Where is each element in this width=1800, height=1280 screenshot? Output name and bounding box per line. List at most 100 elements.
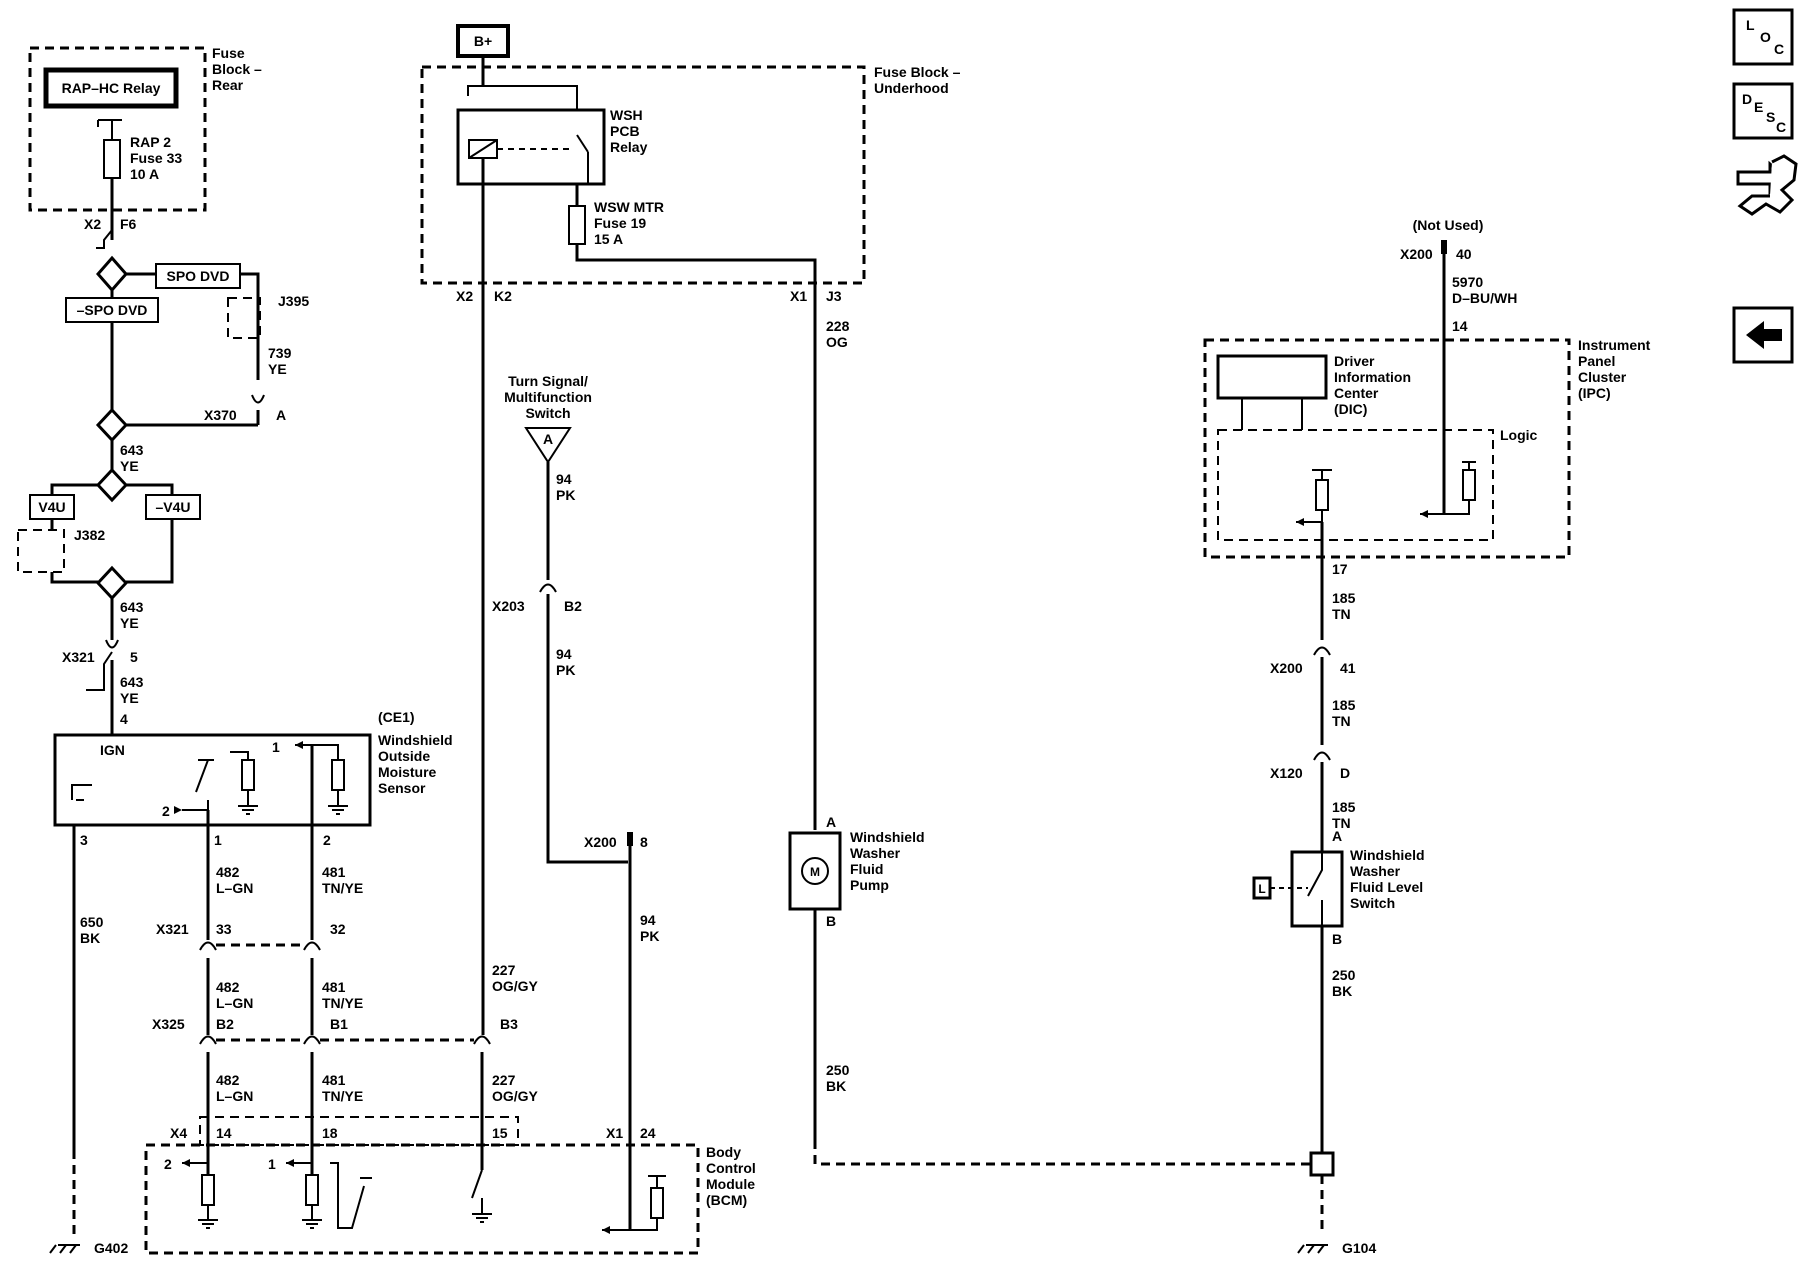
turn-switch-label-3: Switch (525, 405, 570, 421)
bcm-arrow-2-label: 2 (164, 1156, 172, 1172)
w94-label-1: 94 (556, 471, 572, 487)
bk-label-650: BK (80, 930, 100, 946)
rap-hc-relay-label: RAP–HC Relay (62, 80, 161, 96)
v4u-label: V4U (38, 499, 65, 515)
ipc-pin-17: 17 (1332, 561, 1348, 577)
pump-label-3: Fluid (850, 861, 883, 877)
x325-pin-b3: B3 (500, 1016, 518, 1032)
pk-label-1: PK (556, 487, 575, 503)
back-arrow-icon[interactable] (1732, 306, 1794, 364)
bcm-label-3: Module (706, 1176, 755, 1192)
w227-label-2: 227 (492, 1072, 516, 1088)
level-switch-pin-a: A (1332, 828, 1342, 844)
w227-label-1: 227 (492, 962, 516, 978)
dic-label-4: (DIC) (1334, 401, 1367, 417)
dic-label-3: Center (1334, 385, 1379, 401)
x2-label-rear: X2 (84, 216, 101, 232)
not-used-label: (Not Used) (1413, 217, 1484, 233)
w185-label-2: 185 (1332, 697, 1356, 713)
dic-label-1: Driver (1334, 353, 1375, 369)
loc-button[interactable]: L O C (1732, 8, 1794, 66)
desc-letter-e: E (1754, 99, 1763, 115)
w5970-label: 5970 (1452, 274, 1483, 290)
x321-label-bottom: X321 (156, 921, 189, 937)
bcm-pin-14: 14 (216, 1125, 232, 1141)
fuse-block-rear: Fuse Block – Rear RAP–HC Relay RAP 2 Fus… (28, 45, 262, 249)
tnye-label-2: TN/YE (322, 995, 363, 1011)
x200-label-bcm: X200 (584, 834, 617, 850)
pump-pin-b: B (826, 913, 836, 929)
washer-pump: A M Windshield Washer Fluid Pump B 250 B… (788, 814, 1310, 1166)
fuse-block-rear-label-2: Block – (212, 61, 262, 77)
g104-label: G104 (1342, 1240, 1376, 1256)
desc-letter-s: S (1766, 109, 1775, 125)
desc-button[interactable]: D E S C (1732, 82, 1794, 140)
bplus-label: B+ (474, 33, 492, 49)
pk-label-3: PK (640, 928, 659, 944)
ipc-label-4: (IPC) (1578, 385, 1611, 401)
x325-label: X325 (152, 1016, 185, 1032)
wsh-relay-label-2: PCB (610, 123, 640, 139)
dic-label-2: Information (1334, 369, 1411, 385)
w94-label-3: 94 (640, 912, 656, 928)
level-switch-wires: X200 41 185 TN X120 D 185 TN A (1270, 646, 1356, 852)
rap-fuse-label-2: Fuse 33 (130, 150, 182, 166)
fuse-block-underhood-label-1: Fuse Block – (874, 64, 961, 80)
not-spo-dvd-label: –SPO DVD (77, 302, 148, 318)
bcm-pin-24: 24 (640, 1125, 656, 1141)
v4u-branch: V4U –V4U J382 643 YE X321 5 643 YE 4 (17, 467, 201, 735)
x1-label-underhood: X1 (790, 288, 807, 304)
bcm-label-2: Control (706, 1160, 756, 1176)
bcm-label-1: Body (706, 1144, 741, 1160)
x4-label: X4 (170, 1125, 187, 1141)
pump-label-2: Washer (850, 845, 901, 861)
desc-letter-d: D (1742, 91, 1752, 107)
x1-label-bcm: X1 (606, 1125, 623, 1141)
ye-label-643-1: YE (120, 458, 139, 474)
x325-pin-b2: B2 (216, 1016, 234, 1032)
pump-label-4: Pump (850, 877, 889, 893)
fuse-block-rear-label-1: Fuse (212, 45, 245, 61)
w481-label-2: 481 (322, 979, 346, 995)
loc-letter-c: C (1774, 41, 1784, 57)
w250-label-switch: 250 (1332, 967, 1356, 983)
rap-hc-relay-box (43, 67, 179, 109)
og-label: OG (826, 334, 848, 350)
level-switch-label-4: Switch (1350, 895, 1395, 911)
level-switch-label-1: Windshield (1350, 847, 1425, 863)
ipc-pin-14: 14 (1452, 318, 1468, 334)
ipc-label-2: Panel (1578, 353, 1615, 369)
fuse-block-underhood: B+ Fuse Block – Underhood WSH PCB Relay … (420, 24, 961, 1104)
fluid-level-switch: L Windshield Washer Fluid Level Switch B… (1252, 847, 1425, 1256)
bcm-label-4: (BCM) (706, 1192, 747, 1208)
x200-pin-8: 8 (640, 834, 648, 850)
oggy-label-1: OG/GY (492, 978, 539, 994)
diagnostic-wrench-icon[interactable] (1736, 154, 1798, 216)
level-switch-label-3: Fluid Level (1350, 879, 1423, 895)
wsw-fuse-label-3: 15 A (594, 231, 623, 247)
rap-fuse-label-1: RAP 2 (130, 134, 171, 150)
wsw-fuse-label-1: WSW MTR (594, 199, 664, 215)
x203-pin-b2: B2 (564, 598, 582, 614)
w481-label-3: 481 (322, 1072, 346, 1088)
j382-label: J382 (74, 527, 105, 543)
x321-pin-33: 33 (216, 921, 232, 937)
level-switch-l-symbol: L (1258, 882, 1265, 896)
ye-label-739: YE (268, 361, 287, 377)
turn-switch-label-2: Multifunction (504, 389, 592, 405)
w185-label-3: 185 (1332, 799, 1356, 815)
rap-fuse-label-3: 10 A (130, 166, 159, 182)
w94-label-2: 94 (556, 646, 572, 662)
w185-label-1: 185 (1332, 590, 1356, 606)
x370-label: X370 (204, 407, 237, 423)
x200-label-ipc: X200 (1400, 246, 1433, 262)
lgn-label-3: L–GN (216, 1088, 253, 1104)
bk-label-switch: BK (1332, 983, 1352, 999)
lgn-label-2: L–GN (216, 995, 253, 1011)
f6-label: F6 (120, 216, 137, 232)
x321-pin-32: 32 (330, 921, 346, 937)
ye-label-643-2: YE (120, 615, 139, 631)
w643-label-2: 643 (120, 599, 144, 615)
pin-4-label: 4 (120, 711, 128, 727)
ye-label-643-3: YE (120, 690, 139, 706)
